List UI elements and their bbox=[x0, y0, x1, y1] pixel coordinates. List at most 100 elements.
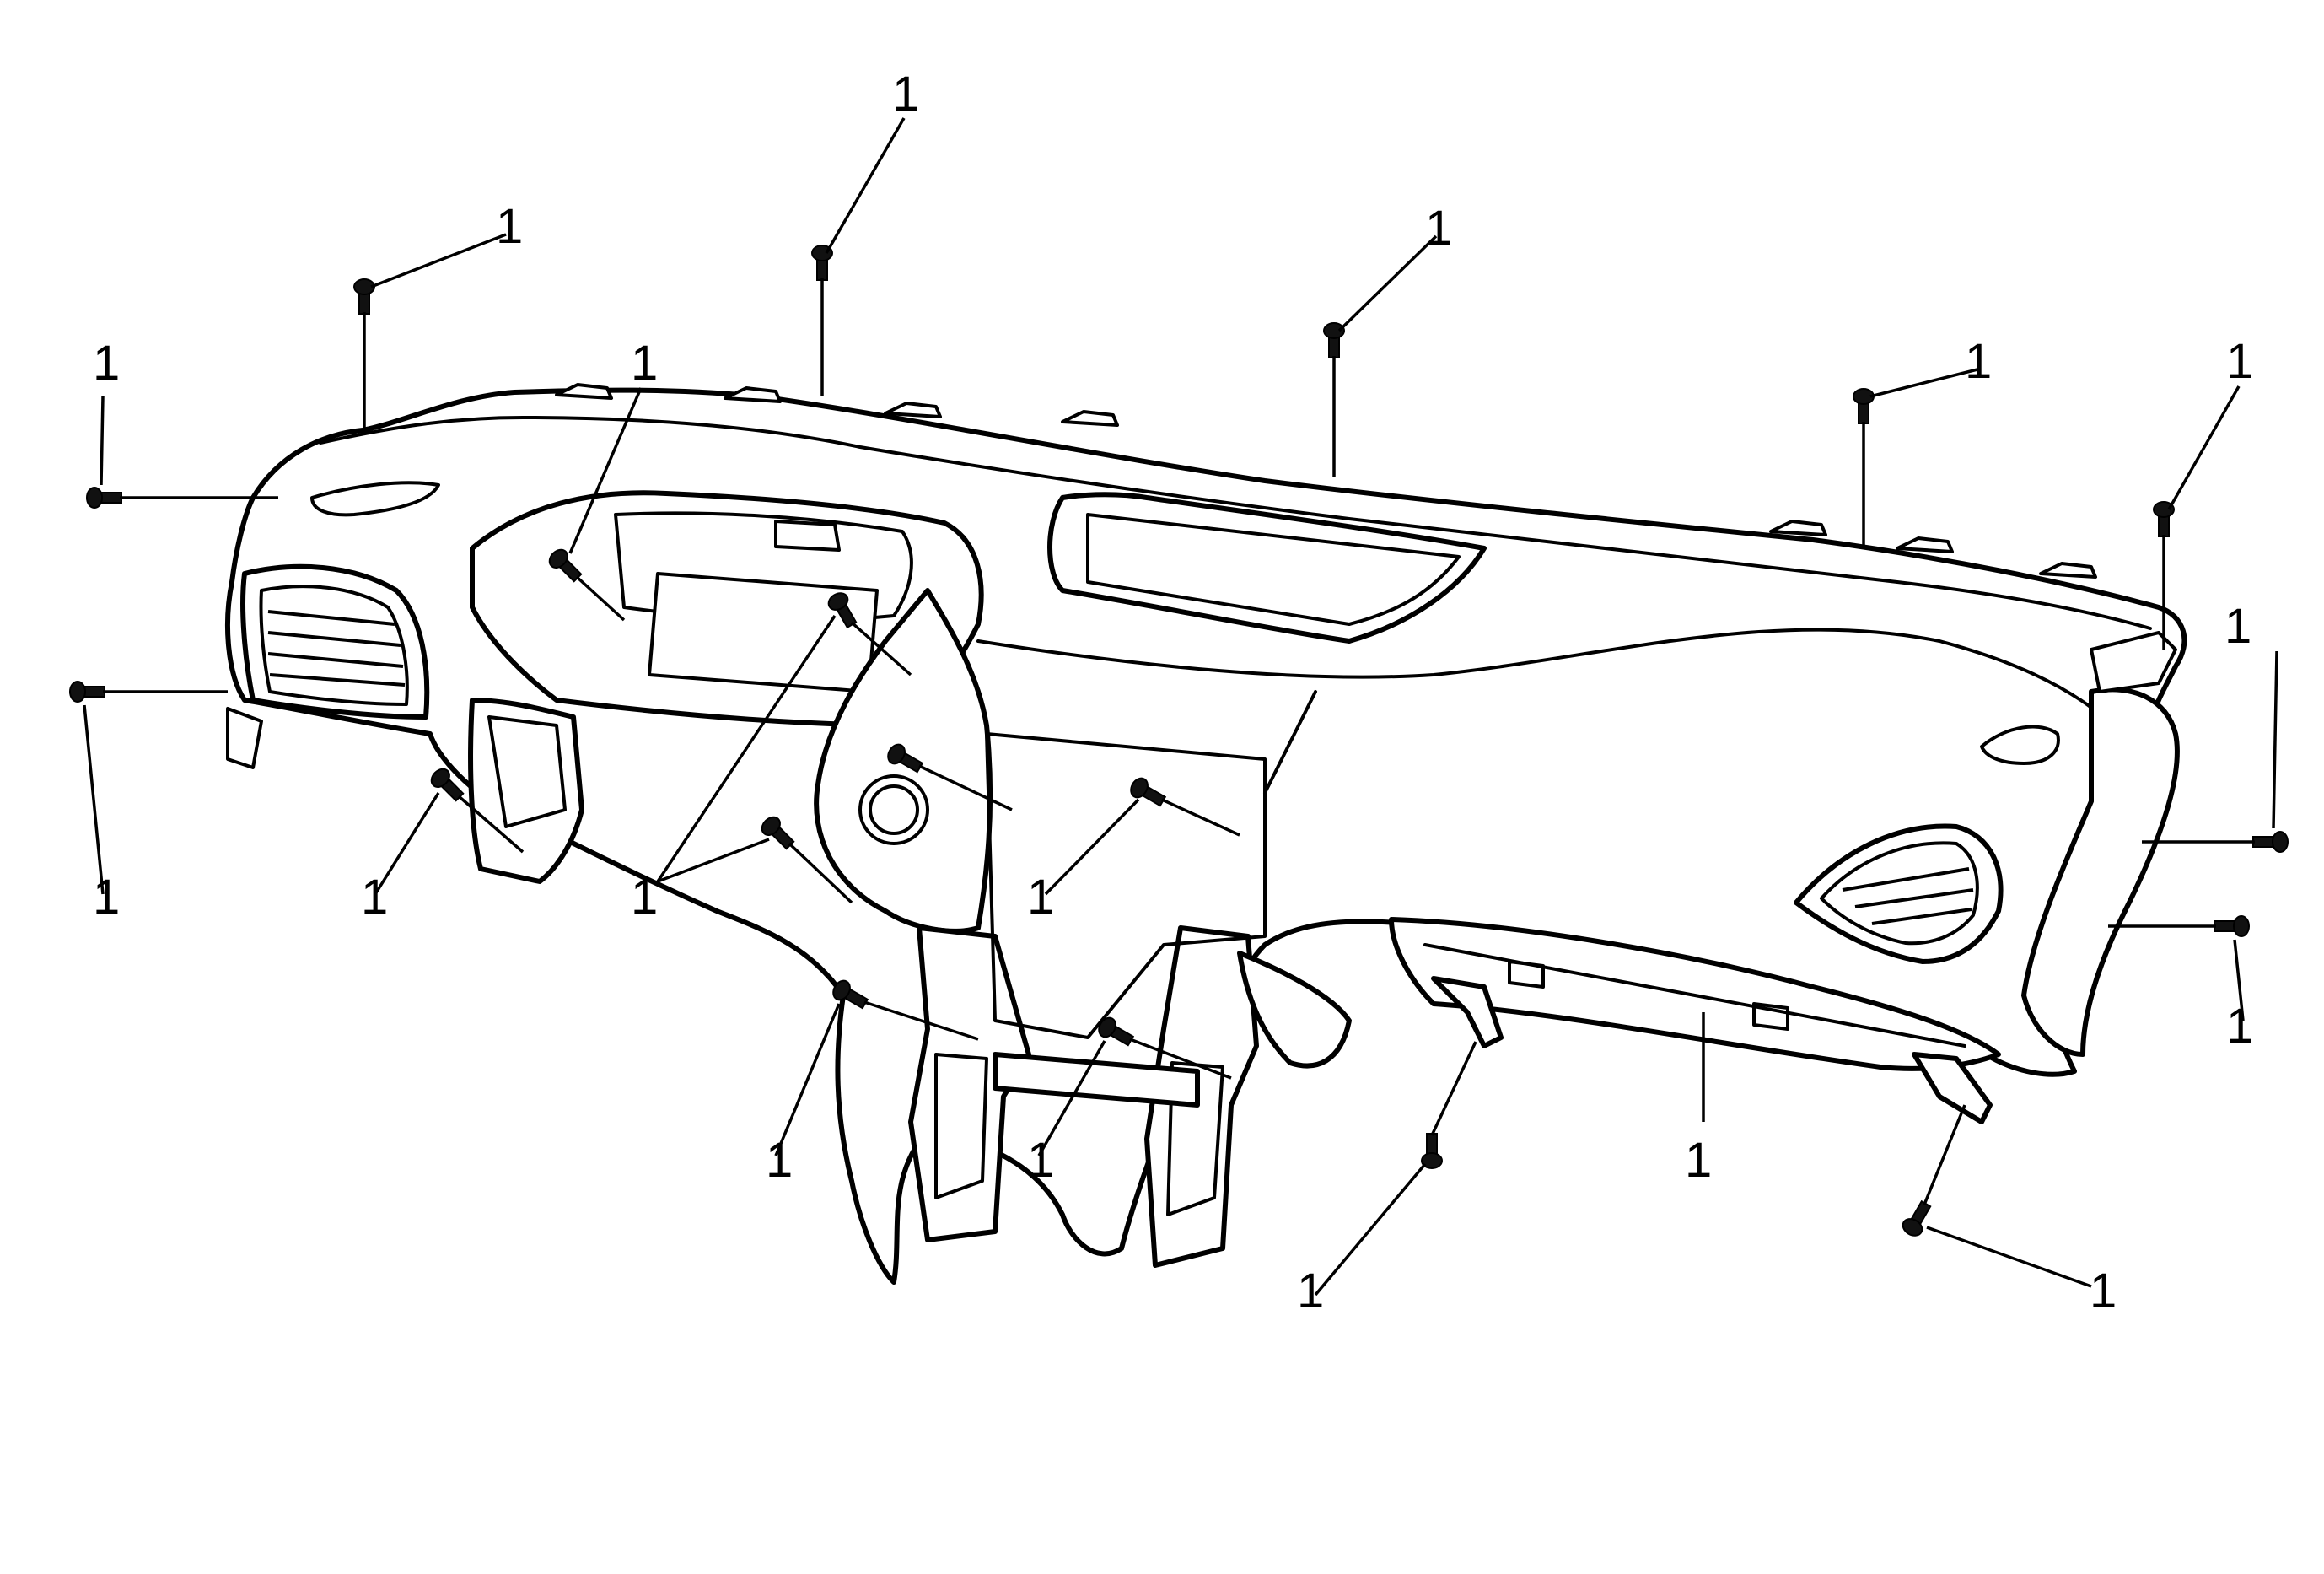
bolt-head bbox=[832, 979, 851, 1001]
callout-leader-line bbox=[1044, 798, 1140, 896]
center-cross-brace bbox=[993, 1052, 1200, 1108]
callout-label: 1 bbox=[1297, 1264, 1324, 1318]
callout-label: 1 bbox=[892, 67, 919, 121]
callout-leader-line bbox=[374, 792, 440, 895]
callout-leader-line bbox=[657, 838, 770, 883]
callout-leader-line bbox=[1337, 234, 1438, 332]
bolt-axis-line bbox=[1129, 1038, 1232, 1080]
callout-label: 1 bbox=[496, 199, 523, 254]
bolt-axis-line bbox=[457, 795, 525, 854]
callout-label: 1 bbox=[631, 870, 658, 924]
callout-leader-line bbox=[656, 615, 837, 882]
passenger-crease bbox=[976, 628, 2135, 761]
bolt bbox=[430, 768, 465, 802]
bolt-head bbox=[2272, 831, 2289, 853]
bolt bbox=[761, 816, 795, 850]
bolt-head bbox=[548, 548, 568, 569]
bolt-head bbox=[86, 487, 103, 509]
callout-leader-line bbox=[1037, 1040, 1106, 1156]
right-air-vent bbox=[1794, 823, 2004, 964]
instrument-panel-carrier bbox=[225, 383, 2187, 1285]
callout-label: 1 bbox=[1027, 1133, 1054, 1188]
callout-leader-line bbox=[83, 704, 105, 895]
bolt-head bbox=[761, 816, 781, 836]
callout-leader-line bbox=[2272, 650, 2278, 829]
callout-label: 1 bbox=[2090, 1264, 2117, 1318]
callout-label: 1 bbox=[2226, 999, 2253, 1054]
bolt-head bbox=[827, 592, 849, 611]
bolt bbox=[353, 278, 375, 315]
callout-label: 1 bbox=[1027, 870, 1054, 924]
callout-leader-line bbox=[825, 117, 906, 254]
callout-label: 1 bbox=[93, 336, 120, 391]
bolt bbox=[827, 592, 858, 629]
callout-label: 1 bbox=[2226, 334, 2253, 389]
bolt bbox=[2214, 915, 2250, 937]
bolt bbox=[1421, 1133, 1443, 1169]
bolt bbox=[548, 548, 583, 583]
bolt-head bbox=[430, 768, 450, 788]
callout-label: 1 bbox=[766, 1133, 793, 1188]
callout-leader-line bbox=[100, 396, 105, 486]
passenger-right-support bbox=[1912, 1052, 1993, 1124]
bolt-head bbox=[1902, 1218, 1923, 1237]
top-crown-line bbox=[319, 416, 2152, 630]
defroster-tabs bbox=[555, 383, 2097, 579]
right-end-cap bbox=[2021, 687, 2180, 1057]
bolt-axis-line bbox=[863, 1000, 979, 1041]
bolt-axis-line bbox=[918, 764, 1013, 811]
center-lower-bracket-left bbox=[908, 925, 1031, 1242]
bolt-axis-line bbox=[850, 621, 912, 676]
callout-leader-line bbox=[1314, 1162, 1427, 1296]
bolt-head bbox=[1130, 777, 1149, 799]
right-upper-vent-slot bbox=[1980, 725, 2060, 765]
callout-labels: 1 1 1 1 1 1 1 1 1 1 1 1 1 1 1 1 1 1 bbox=[93, 67, 2253, 1318]
bolt bbox=[2252, 831, 2289, 853]
callout-label: 1 bbox=[1685, 1133, 1712, 1188]
bolt-axis-line bbox=[788, 842, 853, 904]
center-frame bbox=[985, 732, 1267, 1039]
callout-leader-line bbox=[1926, 1226, 2092, 1288]
callout-leader-line bbox=[370, 233, 507, 288]
leader-lines bbox=[83, 117, 2278, 1296]
bolt-axis-line bbox=[1430, 1041, 1477, 1136]
right-top-bracket bbox=[2090, 631, 2177, 693]
fasteners bbox=[69, 245, 2289, 1237]
upper-display-frame bbox=[1047, 492, 1487, 644]
bolt-head bbox=[1323, 322, 1345, 339]
callout-leader-line bbox=[1869, 368, 1978, 398]
bolt-axis-line bbox=[575, 575, 626, 622]
callout-leader-line bbox=[2233, 939, 2245, 1021]
bolt-head bbox=[887, 743, 906, 765]
bolt bbox=[86, 487, 122, 509]
left-air-vent bbox=[240, 563, 430, 720]
callout-leader-line bbox=[2167, 385, 2241, 510]
left-upper-vent-slot bbox=[310, 481, 440, 517]
left-lower-bracket bbox=[468, 698, 584, 884]
bolt-axis-line bbox=[1923, 1104, 1966, 1205]
bolt-head bbox=[2233, 915, 2250, 937]
bolt bbox=[887, 743, 924, 774]
upper-display-opening bbox=[1086, 513, 1461, 626]
callout-label: 1 bbox=[93, 870, 120, 924]
bolt-head bbox=[1421, 1152, 1443, 1169]
bolt-head bbox=[2153, 501, 2175, 518]
left-lower-tab bbox=[226, 707, 263, 769]
cluster-display bbox=[648, 572, 879, 693]
bolt bbox=[1098, 1016, 1135, 1047]
passenger-left-support bbox=[1431, 976, 1504, 1048]
cluster-top-clip bbox=[774, 520, 841, 552]
console-right-bracket bbox=[1237, 951, 1352, 1069]
callout-label: 1 bbox=[2224, 599, 2251, 654]
callout-leader-line bbox=[568, 387, 643, 554]
bolt-head bbox=[69, 681, 86, 703]
bolt-head bbox=[1098, 1016, 1116, 1038]
callout-label: 1 bbox=[1425, 201, 1452, 256]
bolt-axis-line bbox=[1161, 798, 1240, 837]
callout-label: 1 bbox=[361, 870, 388, 924]
bolt bbox=[69, 681, 105, 703]
callout-leader-line bbox=[774, 1003, 841, 1156]
bolt bbox=[1853, 388, 1875, 424]
callout-label: 1 bbox=[631, 336, 658, 391]
